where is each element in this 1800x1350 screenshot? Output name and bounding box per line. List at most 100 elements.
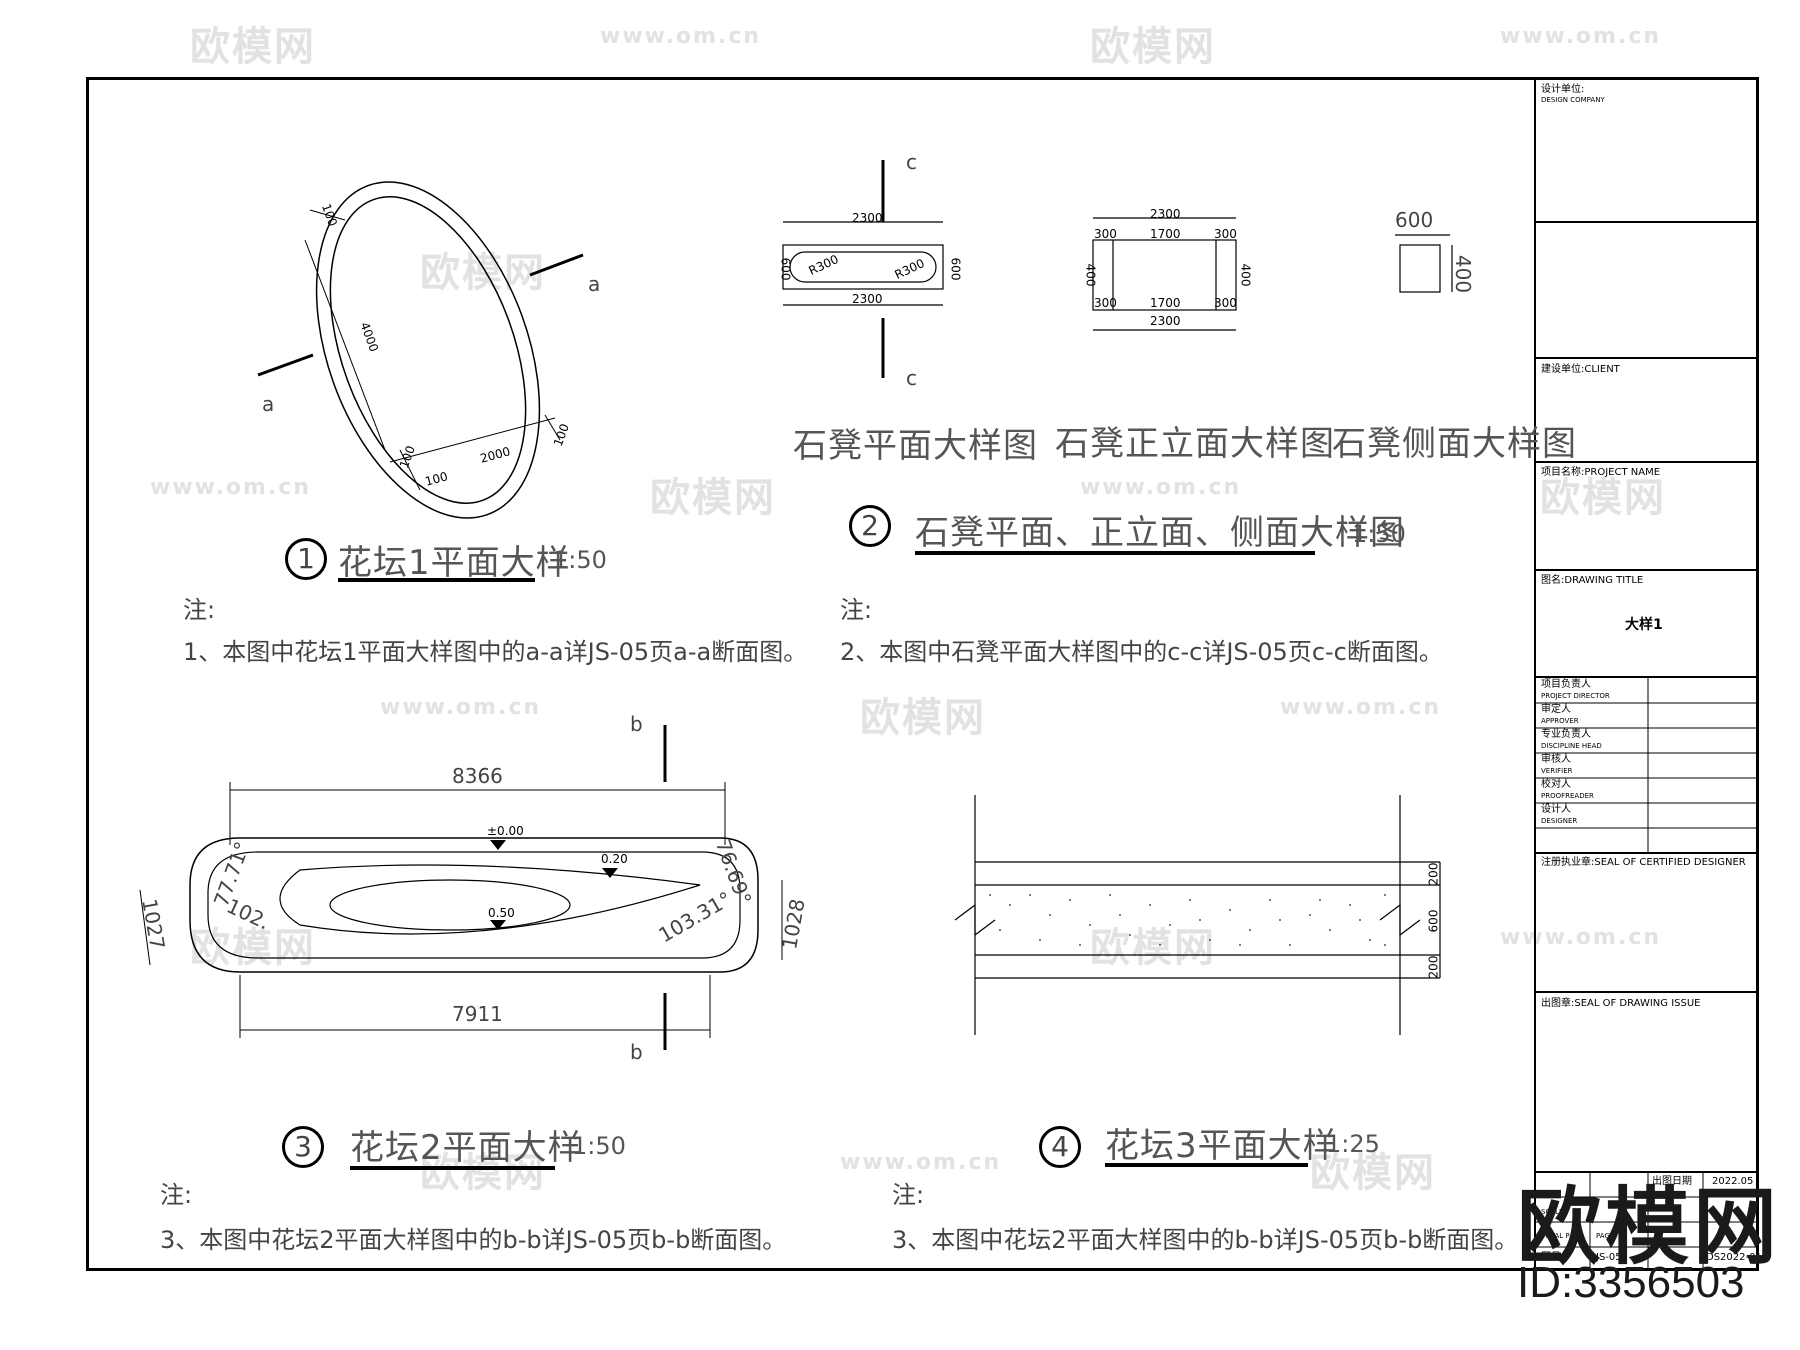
watermark-url: www.om.cn (1500, 24, 1662, 49)
detail2-front-dim-inner-top: 1700 (1150, 227, 1181, 241)
brand-id: ID:3356503 (1517, 1258, 1745, 1307)
watermark-logo: 欧模网 (420, 1150, 546, 1196)
detail2-number: 2 (849, 505, 891, 547)
detail3-elev-050: 0.50 (488, 906, 515, 920)
detail2-plan-label: 石凳平面大样图 (793, 426, 1038, 466)
tb-seal-issue: 出图章:SEAL OF DRAWING ISSUE (1541, 998, 1701, 1009)
detail2-bench-front (1092, 217, 1237, 331)
detail2-section-mark: c (906, 366, 917, 390)
detail2-note-text: 2、本图中石凳平面大样图中的c-c详JS-05页c-c断面图。 (840, 638, 1443, 666)
watermark-url: www.om.cn (380, 695, 542, 720)
detail2-scale: 1:50 (1352, 520, 1406, 548)
detail1-oval-inner (329, 196, 527, 504)
tb-role-cn: 设计人 (1541, 804, 1571, 815)
title-block-role-rows (1535, 677, 1759, 1271)
detail2-front-dim-bottom: 2300 (1150, 314, 1181, 328)
detail3-bed-outer (189, 837, 759, 973)
title-underlines (338, 551, 1315, 1170)
tb-drawing-no-label: 图号 (1541, 1252, 1561, 1263)
detail4-note-label: 注: (892, 1181, 925, 1209)
tb-design-company: 设计单位: (1541, 84, 1585, 95)
detail2-front-seg-top-r: 300 (1214, 227, 1237, 241)
tb-drawing-no-value: JS-05 (1596, 1252, 1622, 1263)
tb-role-cn: 专业负责人 (1541, 729, 1591, 740)
detail2-plan-dim-bottom: 2300 (852, 292, 883, 306)
detail2-bench-plan (782, 221, 944, 306)
detail4-scale: 1:25 (1326, 1130, 1380, 1158)
detail2-front-dim-left: 400 (1083, 263, 1098, 287)
detail3-elev-markers (490, 840, 618, 930)
tb-project-name: 项目名称:PROJECT NAME (1541, 467, 1661, 478)
tb-page-label: PAGE (1596, 1232, 1615, 1240)
detail4-title: 花坛3平面大样 (1105, 1126, 1338, 1166)
detail2-front-dim-inner-bot: 1700 (1150, 296, 1181, 310)
detail2-side-dim-height: 400 (1451, 254, 1476, 294)
detail2-front-label: 石凳正立面大样图 (1055, 424, 1335, 464)
detail2-side-dim-width: 600 (1395, 208, 1434, 232)
detail3-section-mark: b (630, 712, 643, 736)
tb-date-label: 出图日期 (1652, 1176, 1692, 1187)
tb-role-en: PROJECT DIRECTOR (1541, 692, 1610, 700)
tb-seal-designer: 注册执业章:SEAL OF CERTIFIED DESIGNER (1541, 857, 1746, 868)
detail3-elev-020: 0.20 (601, 852, 628, 866)
detail2-front-dim-top: 2300 (1150, 207, 1181, 221)
tb-drawing-title: 大样1 (1625, 617, 1663, 633)
detail3-dim-lines (139, 782, 783, 1038)
detail4-number: 4 (1039, 1126, 1081, 1168)
tb-scale-label: SCALE (1541, 1208, 1564, 1216)
detail3-scale: 1:50 (572, 1132, 626, 1160)
detail4-dim-top: 200 (1426, 862, 1441, 886)
watermark-logo: 欧模网 (1090, 24, 1216, 70)
drawing-frame (86, 77, 1759, 1271)
tb-role-en: VERIFIER (1541, 767, 1573, 775)
brand-watermark: 欧模网 (1517, 1180, 1782, 1274)
detail2-plan-dim-right: 600 (948, 257, 963, 281)
watermark-logo: 欧模网 (650, 475, 776, 521)
detail2-plan-dim-left: 600 (778, 257, 793, 281)
watermark-url: www.om.cn (600, 24, 762, 49)
detail2-front-seg-bot-r: 300 (1214, 296, 1237, 310)
watermark-logo: 欧模网 (1540, 475, 1666, 521)
watermark-logo: 欧模网 (860, 695, 986, 741)
watermark-url: www.om.cn (840, 1150, 1002, 1175)
detail1-scale: 1:50 (553, 546, 607, 574)
detail3-bed-inner (207, 851, 741, 959)
detail3-elev-0: ±0.00 (487, 824, 524, 838)
tb-role-cn: 审定人 (1541, 704, 1571, 715)
tb-role-en: APPROVER (1541, 717, 1579, 725)
detail1-oval-outer (315, 181, 541, 519)
detail4-strip-lines (974, 795, 1441, 1035)
tb-role-cn: 项目负责人 (1541, 679, 1591, 690)
detail3-title: 花坛2平面大样 (350, 1128, 583, 1168)
detail3-note-text: 3、本图中花坛2平面大样图中的b-b详JS-05页b-b断面图。 (160, 1226, 787, 1254)
detail2-note-label: 注: (840, 596, 873, 624)
detail3-section-mark: b (630, 1040, 643, 1064)
detail4-note-text: 3、本图中花坛2平面大样图中的b-b详JS-05页b-b断面图。 (892, 1226, 1519, 1254)
detail3-note-label: 注: (160, 1181, 193, 1209)
tb-role-en: PROOFREADER (1541, 792, 1594, 800)
watermark-logo: 欧模网 (190, 24, 316, 70)
detail4-break-marks (954, 903, 1421, 937)
tb-role-en: DESIGNER (1541, 817, 1578, 825)
detail2-title: 石凳平面、正立面、侧面大样图 (915, 513, 1405, 553)
detail1-note-label: 注: (183, 596, 216, 624)
detail4-dim-bottom: 200 (1426, 955, 1441, 979)
detail2-side-label: 石凳侧面大样图 (1332, 424, 1577, 464)
detail1-section-cut (257, 253, 584, 377)
watermark-url: www.om.cn (1080, 475, 1242, 500)
detail2-section-mark: c (906, 150, 917, 174)
watermark-logo: 欧模网 (420, 250, 546, 296)
tb-drawing-title-label: 图名:DRAWING TITLE (1541, 575, 1644, 586)
detail1-section-mark: a (262, 392, 275, 416)
watermark-logo: 欧模网 (1090, 925, 1216, 971)
tb-role-en: DISCIPLINE HEAD (1541, 742, 1602, 750)
detail3-number: 3 (282, 1126, 324, 1168)
detail3-dim-overall-bottom: 7911 (452, 1002, 503, 1026)
tb-client: 建设单位:CLIENT (1541, 364, 1620, 375)
detail1-number: 1 (285, 538, 327, 580)
tb-role-cn: 审核人 (1541, 754, 1571, 765)
tb-total-label: TOTAL PAGE (1541, 1232, 1584, 1240)
tb-version-value: DS2022-017 (1706, 1252, 1769, 1263)
detail2-front-dim-right: 400 (1238, 263, 1253, 287)
